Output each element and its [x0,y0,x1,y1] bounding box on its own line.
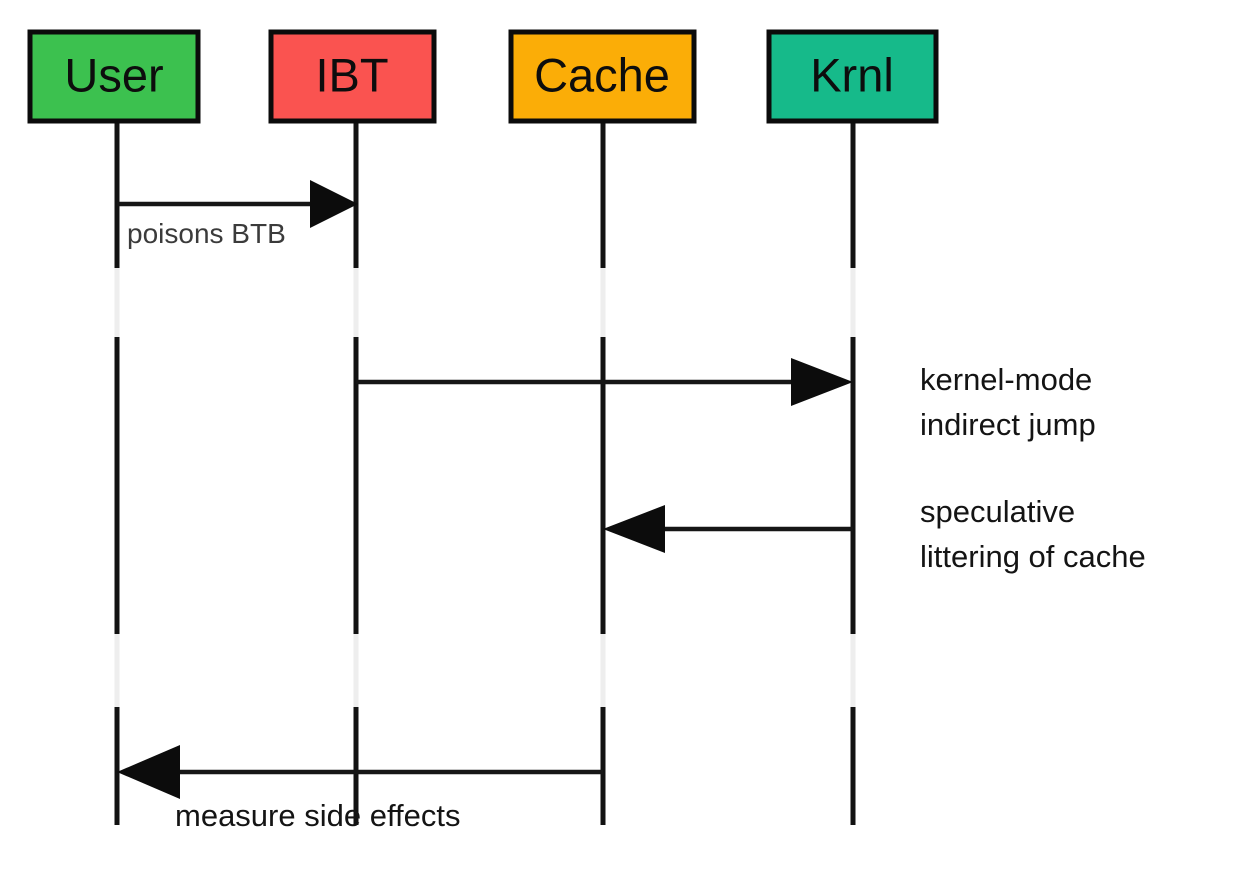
actor-krnl-label: Krnl [810,48,894,101]
actor-cache[interactable]: Cache [508,29,697,124]
actor-ibt-box[interactable] [268,29,437,124]
arrowhead-right-icon [310,180,358,228]
note-speculative-littering: speculative littering of cache [920,494,1146,574]
actor-cache-label: Cache [534,48,670,101]
arrowhead-left-icon [117,745,180,799]
note-kernel-mode: kernel-mode indirect jump [920,362,1096,442]
message-speculative-littering [603,505,853,553]
note-speculative-line-1: speculative [920,494,1075,529]
message-indirect-jump [356,358,853,406]
actor-user-box[interactable] [27,29,201,124]
message-measure-side-effects-label: measure side effects [175,798,460,833]
message-poisons-btb-label: poisons BTB [127,218,286,249]
actor-ibt[interactable]: IBT [268,29,437,124]
actor-ibt-label: IBT [315,48,388,101]
actor-krnl[interactable]: Krnl [766,29,939,124]
note-kernel-mode-line-2: indirect jump [920,407,1096,442]
actor-cache-box[interactable] [508,29,697,124]
lifelines-group [114,121,856,825]
note-kernel-mode-line-1: kernel-mode [920,362,1092,397]
actor-user[interactable]: User [27,29,201,124]
note-speculative-line-2: littering of cache [920,539,1146,574]
message-measure-side-effects: measure side effects [117,745,603,833]
actor-user-label: User [64,48,163,101]
message-poisons-btb: poisons BTB [117,180,358,249]
actor-krnl-box[interactable] [766,29,939,124]
arrowhead-right-icon [791,358,853,406]
arrowhead-left-icon [603,505,665,553]
